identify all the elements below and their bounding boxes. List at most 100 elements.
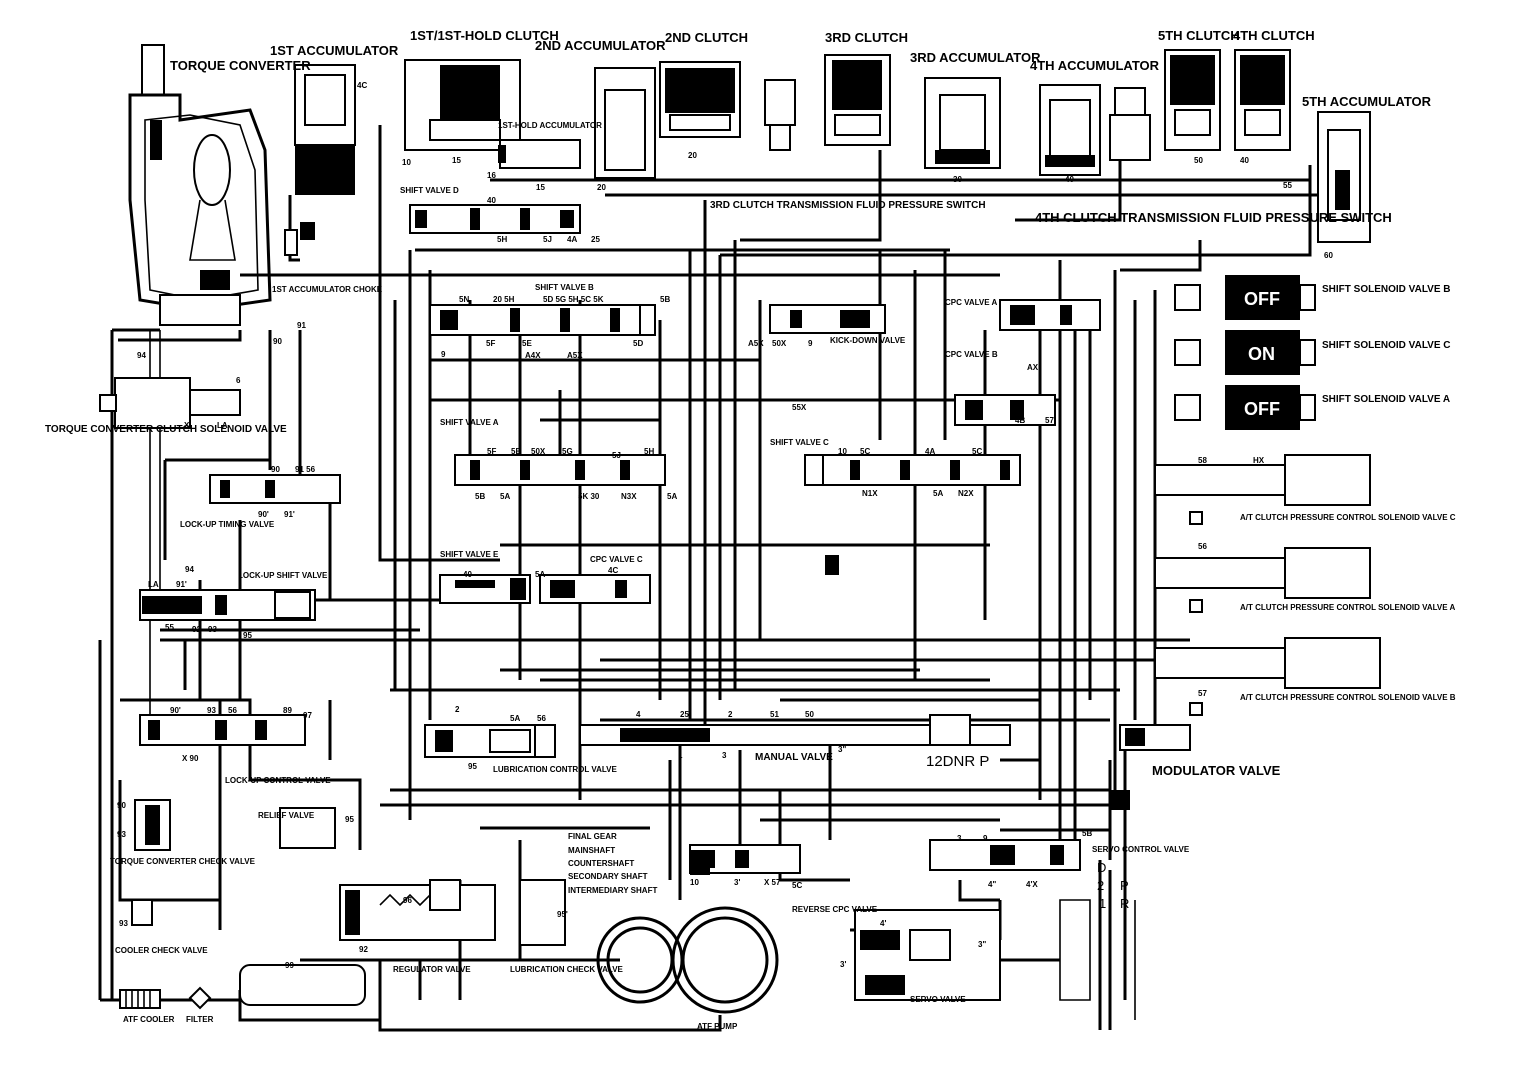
svg-text:3": 3" — [838, 745, 846, 754]
selector-r: R — [1120, 896, 1129, 911]
svg-text:3RD ACCUMULATOR: 3RD ACCUMULATOR — [910, 50, 1041, 65]
port-94b: 94 — [185, 565, 194, 574]
port-x1: X — [184, 421, 190, 430]
port-94: 94 — [137, 351, 146, 360]
svg-text:SHIFT SOLENOID VALVE A: SHIFT SOLENOID VALVE A — [1322, 394, 1450, 405]
svg-text:3RD CLUTCH: 3RD CLUTCH — [825, 30, 908, 45]
svg-text:X 90: X 90 — [182, 754, 199, 763]
3rd-clutch — [824, 54, 891, 146]
port-5e: 5E — [522, 339, 532, 348]
svg-text:SHIFT VALVE D: SHIFT VALVE D — [400, 186, 459, 195]
port-4a: 4A — [567, 235, 577, 244]
shift-solenoid-c — [1174, 330, 1316, 375]
shift-valve-b-label: SHIFT VALVE B — [535, 283, 594, 292]
port-55: 55 — [1283, 181, 1292, 190]
2nd-accumulator-label: 2ND ACCUMULATOR — [535, 38, 666, 53]
port-n1x: N1X — [862, 489, 878, 498]
port-50x: 50X — [772, 339, 787, 348]
lock-up-shift-label: LOCK-UP SHIFT VALVE — [238, 571, 328, 580]
selector-2: 2 — [1097, 878, 1104, 893]
svg-text:94: 94 — [185, 565, 194, 574]
port-92: 92 — [192, 625, 201, 634]
4th-clutch-label: 4TH CLUTCH — [1233, 28, 1315, 43]
port-9c: 9 — [983, 834, 988, 843]
svg-text:1: 1 — [1099, 896, 1106, 911]
lubrication-check-valve — [519, 879, 566, 946]
gear-positions-label: 12DNR P — [926, 753, 989, 770]
port-90e: 90 — [117, 801, 126, 810]
port-95b: 95 — [468, 762, 477, 771]
svg-text:LOCK-UP SHIFT VALVE: LOCK-UP SHIFT VALVE — [238, 571, 328, 580]
svg-text:9: 9 — [441, 350, 446, 359]
port-5g: 5G — [562, 447, 573, 456]
secondary-shaft-label: SECONDARY SHAFT — [568, 872, 648, 881]
svg-text:5B: 5B — [1082, 829, 1092, 838]
3rd-clutch-pressure-switch-left — [764, 79, 796, 151]
1st-hold-accumulator — [498, 139, 581, 169]
svg-text:1ST/1ST-HOLD CLUTCH: 1ST/1ST-HOLD CLUTCH — [410, 28, 559, 43]
port-6a: 6 — [236, 376, 241, 385]
lock-up-control-label: LOCK-UP CONTROL VALVE — [225, 776, 331, 785]
svg-text:57: 57 — [1045, 416, 1054, 425]
svg-text:4'X: 4'X — [1026, 880, 1038, 889]
lubrication-control-label: LUBRICATION CONTROL VALVE — [493, 765, 618, 774]
at-cpc-solenoid-a — [1154, 547, 1371, 613]
svg-text:HX: HX — [1253, 456, 1265, 465]
svg-text:X: X — [184, 421, 190, 430]
port-x57: X 57 — [764, 878, 781, 887]
port-55x: 55X — [792, 403, 807, 412]
svg-text:SHIFT VALVE A: SHIFT VALVE A — [440, 418, 499, 427]
3rd-accumulator — [924, 77, 1001, 169]
lock-up-timing-valve — [209, 474, 341, 504]
1st-hold-accumulator-label: 1ST-HOLD ACCUMULATOR — [498, 121, 602, 130]
selector-p: P — [1120, 878, 1129, 893]
svg-text:CPC VALVE C: CPC VALVE C — [590, 555, 643, 564]
4th-clutch-pressure-switch — [1109, 87, 1151, 161]
filter-label: FILTER — [186, 1015, 214, 1024]
lock-up-timing-label: LOCK-UP TIMING VALVE — [180, 520, 275, 529]
lock-up-shift-valve — [139, 589, 316, 621]
servo-valve-label: SERVO VALVE — [910, 995, 966, 1004]
svg-text:12DNR P: 12DNR P — [926, 753, 989, 770]
5th-accumulator — [1317, 111, 1371, 243]
shift-valve-c-label: SHIFT VALVE C — [770, 438, 829, 447]
port-5c: 5C — [860, 447, 870, 456]
svg-text:A/T CLUTCH PRESSURE CONTROL SO: A/T CLUTCH PRESSURE CONTROL SOLENOID VAL… — [1240, 693, 1456, 702]
port-55-lock: 55 — [165, 623, 174, 632]
svg-text:92: 92 — [192, 625, 201, 634]
svg-text:6: 6 — [236, 376, 241, 385]
svg-text:N1X: N1X — [862, 489, 878, 498]
svg-text:93: 93 — [207, 706, 216, 715]
port-4: 4 — [636, 710, 641, 719]
svg-text:A/T CLUTCH PRESSURE CONTROL SO: A/T CLUTCH PRESSURE CONTROL SOLENOID VAL… — [1240, 513, 1456, 522]
shift-valve-a-label: SHIFT VALVE A — [440, 418, 499, 427]
relief-valve — [279, 807, 336, 849]
port-5e2: 5E — [511, 447, 521, 456]
port-16: 16 — [487, 171, 496, 180]
modulator-valve-label: MODULATOR VALVE — [1152, 763, 1281, 778]
port-95d: 95' — [557, 910, 568, 919]
solenoid-a-state: OFF — [1244, 399, 1280, 419]
svg-text:A/T CLUTCH PRESSURE CONTROL SO: A/T CLUTCH PRESSURE CONTROL SOLENOID VAL… — [1240, 603, 1455, 612]
cpc-valve-b-label: CPC VALVE B — [945, 350, 998, 359]
port-5b2: 5B — [475, 492, 485, 501]
shift-valve-a — [454, 454, 666, 486]
port-5a4: 5A — [535, 570, 545, 579]
regulator-valve-label: REGULATOR VALVE — [393, 965, 471, 974]
port-40b: 40 — [1240, 156, 1249, 165]
cooler-check-valve-label: COOLER CHECK VALVE — [115, 946, 208, 955]
svg-text:50X: 50X — [772, 339, 787, 348]
port-5a2: 5A — [667, 492, 677, 501]
port-92b: 92 — [359, 945, 368, 954]
svg-text:LOCK-UP TIMING VALVE: LOCK-UP TIMING VALVE — [180, 520, 275, 529]
svg-text:COOLER CHECK VALVE: COOLER CHECK VALVE — [115, 946, 208, 955]
svg-text:FINAL GEAR: FINAL GEAR — [568, 832, 617, 841]
cpc-valve-b — [954, 394, 1056, 426]
shift-solenoid-b-label: SHIFT SOLENOID VALVE B — [1322, 284, 1451, 295]
4th-accumulator — [1039, 84, 1101, 176]
svg-text:5A: 5A — [667, 492, 677, 501]
svg-text:15: 15 — [536, 183, 545, 192]
svg-text:LUBRICATION CHECK VALVE: LUBRICATION CHECK VALVE — [510, 965, 624, 974]
port-25: 25 — [591, 235, 600, 244]
